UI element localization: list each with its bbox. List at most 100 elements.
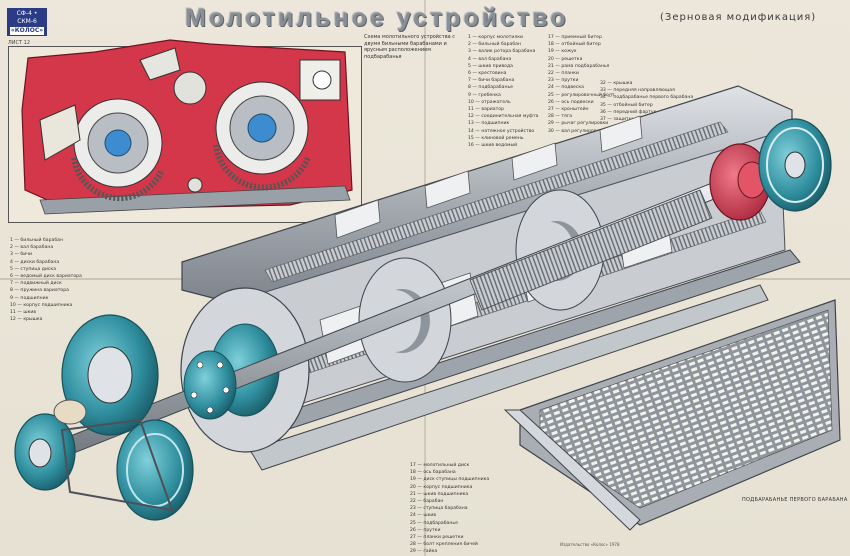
- sieve-caption: ПОДБАРАБАНЬЕ ПЕРВОГО БАРАБАНА: [742, 497, 848, 503]
- legend-item: 23 — ступица барабана: [410, 506, 468, 512]
- legend-item: 33 — передняя направляющая: [600, 88, 675, 94]
- legend-item: 6 — крестовина: [468, 71, 507, 77]
- drive-pulley-hub: [784, 151, 806, 179]
- legend-item: 17 — молотильный диск: [410, 463, 470, 468]
- legend-item: 8 — пружина вариатора: [10, 288, 69, 294]
- sheet-code: ЛИСТ 12: [8, 40, 30, 46]
- legend-item: 26 — ось подвески: [548, 99, 594, 105]
- legend-item: 14 — натяжное устройство: [468, 128, 535, 134]
- legend-item: 19 — кожух: [548, 49, 577, 55]
- legend-item: 26 — прутки: [410, 527, 441, 533]
- legend-item: 21 — рама подбарабанья: [548, 63, 610, 69]
- threaded-shaft-section: [469, 189, 713, 311]
- legend-item: 34 — подбарабанье первого барабана: [600, 95, 694, 101]
- concave-sieve: [503, 299, 841, 531]
- legend-item: 18 — ось барабана: [410, 470, 456, 476]
- legend-item: 37 — защитный кожух: [600, 117, 655, 123]
- legend-item: 13 — подшипник: [468, 121, 510, 127]
- legend-item: 20 — решетка: [548, 56, 583, 62]
- variator-disc-inner: [87, 346, 133, 404]
- hub-flange: [183, 350, 237, 420]
- legend-item: 2 — вал барабана: [10, 245, 54, 251]
- counterweight: [53, 399, 87, 425]
- legend-item: 29 — рычаг регулировки: [548, 121, 609, 127]
- inset-caption: Схема молотильного устройства с двумя би…: [364, 34, 456, 60]
- legend-item: 23 — прутки: [548, 78, 579, 84]
- legend-item: 12 — крышка: [10, 317, 43, 323]
- bearing-section: [312, 70, 332, 90]
- legend-item: 28 — тяга: [548, 114, 573, 120]
- publisher-line-1: СФ-4 • СКМ-6: [16, 10, 38, 25]
- legend-item: 10 — отражатель: [468, 99, 511, 105]
- legend-item: 9 — подшипник: [10, 295, 49, 301]
- beater-section-small: [187, 177, 203, 193]
- legend-item: 27 — кронштейн: [548, 107, 589, 113]
- legend-item: 36 — передний фартук: [600, 109, 657, 115]
- sieve-front-apron: [503, 409, 641, 531]
- legend-item: 30 — вал регулировки: [548, 128, 603, 134]
- legend-item: 24 — подвеска: [548, 85, 584, 91]
- legend-item: 17 — приемный битер: [548, 35, 602, 40]
- poster-title: Молотильное устройство: [185, 4, 569, 32]
- legend-item: 25 — подбарабанье: [410, 520, 458, 526]
- legend-item: 25 — регулировочный болт: [548, 92, 615, 98]
- legend-item: 4 — диски барабана: [10, 259, 60, 265]
- legend-item: 7 — подвижный диск: [10, 281, 62, 287]
- publisher-line-2: «КОЛОС»: [10, 27, 44, 35]
- legend-item: 9 — гребенка: [468, 92, 501, 98]
- right-end-drive: [709, 118, 832, 221]
- rasp-bar-teeth: [264, 121, 729, 283]
- legend-item: 11 — вариатор: [468, 107, 505, 113]
- drive-pulley-rim: [766, 127, 824, 203]
- legend-item: 19 — диск ступицы подшипника: [410, 477, 490, 483]
- inset-cross-section: [21, 39, 353, 215]
- legend-item: 7 — бичи барабана: [468, 78, 515, 84]
- footer-note: Издательство «Колос» 1978: [560, 542, 620, 547]
- legend-item: 24 — шкив: [410, 513, 437, 519]
- legend-item: 16 — шкив ведомый: [468, 143, 518, 149]
- legend-item: 18 — отбойный битер: [548, 42, 601, 48]
- legend-item: 29 — гайка: [410, 549, 438, 555]
- poster-subtitle: (Зерновая модификация): [660, 12, 817, 23]
- legend-item: 28 — болт крепления бичей: [410, 542, 478, 548]
- publisher-logo: СФ-4 • СКМ-6 «КОЛОС»: [7, 8, 47, 36]
- feed-grate-section: [39, 104, 81, 161]
- second-drum-section: [213, 81, 311, 191]
- frame-lower-skirt: [249, 284, 769, 471]
- legend-item: 20 — корпус подшипника: [410, 484, 473, 490]
- left-end-variator: [14, 314, 237, 521]
- drive-belt: [60, 418, 174, 512]
- legend-item: 8 — подбарабанье: [468, 85, 513, 91]
- legend-item: 21 — шкив подшипника: [410, 491, 469, 497]
- legend-item: 6 — ведомый диск вариатора: [10, 274, 82, 280]
- legend-item: 10 — корпус подшипника: [10, 302, 73, 308]
- legend-item: 5 — ступица диска: [10, 266, 57, 272]
- first-drum-section: [71, 98, 165, 202]
- legend-item: 27 — планки решетки: [410, 535, 464, 541]
- legend-item: 5 — шкив привода: [468, 63, 513, 69]
- housing-floor: [39, 185, 351, 215]
- legend-item: 11 — шкив: [10, 310, 37, 316]
- end-bearing-cap: [28, 438, 52, 468]
- legend-item: 3 — бичи: [10, 252, 32, 258]
- hub-bolts: [190, 361, 230, 414]
- chute-section: [139, 47, 181, 81]
- legend-item: 22 — планки: [548, 71, 579, 77]
- legend-item: 1 — бильный барабан: [10, 238, 64, 243]
- legend-item: 12 — соединительная муфта: [468, 114, 539, 120]
- legend-item: 1 — корпус молотилки: [468, 35, 524, 40]
- legend-item: 15 — клиновой ремень: [468, 135, 524, 141]
- legend-item: 32 — крышка: [600, 81, 633, 86]
- legend-item: 22 — барабан: [410, 499, 444, 505]
- legend-item: 3 — валик ротора барабана: [468, 49, 536, 55]
- legend-item: 2 — бильный барабан: [468, 42, 522, 48]
- legend-item: 35 — отбойный битер: [600, 102, 653, 108]
- receiving-beater-section: [173, 71, 207, 105]
